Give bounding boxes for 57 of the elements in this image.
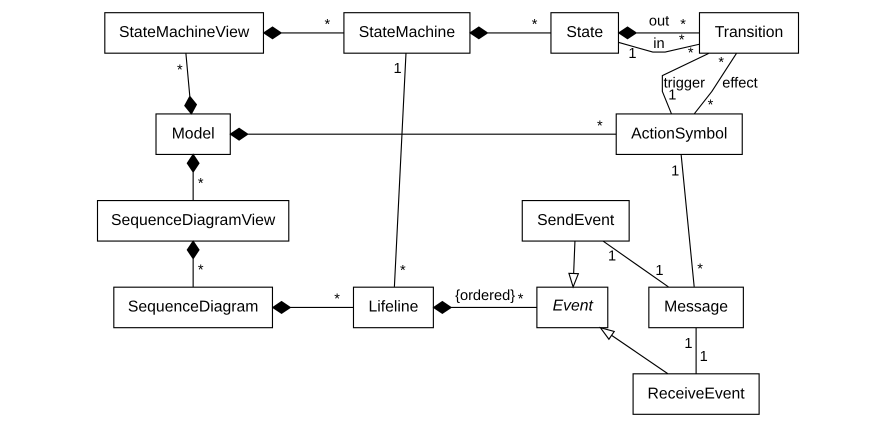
connector — [186, 153, 200, 200]
label: 1 — [394, 60, 402, 77]
connector — [602, 240, 669, 288]
label: 1 — [671, 163, 680, 180]
label: * — [718, 54, 724, 71]
label: * — [688, 45, 694, 62]
label: * — [532, 17, 538, 34]
node-box: StateMachineView — [104, 12, 264, 54]
node-box: Model — [155, 113, 231, 155]
label: * — [596, 118, 603, 134]
node-box: Transition — [698, 12, 800, 54]
connector — [186, 240, 200, 287]
connector — [184, 54, 198, 115]
label: {ordered} — [455, 288, 516, 304]
connector — [618, 42, 700, 53]
edge-label: effect — [722, 75, 758, 92]
label: * — [198, 176, 204, 192]
connector — [469, 26, 551, 40]
connector — [262, 26, 344, 40]
label: * — [678, 32, 684, 48]
edge-label: out — [648, 13, 670, 30]
label: * — [697, 262, 703, 278]
node-box: StateMachine — [343, 12, 470, 54]
connector — [662, 52, 709, 114]
node-box: State — [550, 12, 620, 54]
label: * — [518, 292, 524, 308]
connector — [432, 300, 537, 314]
node-box: SequenceDiagramView — [96, 200, 290, 242]
arrow — [568, 241, 580, 289]
label: * — [400, 262, 406, 279]
node-box: ActionSymbol — [616, 113, 743, 155]
connector — [680, 154, 695, 287]
node-box: Event — [536, 286, 608, 328]
connector — [618, 26, 700, 40]
node-box: ReceiveEvent — [632, 373, 760, 415]
label: 1 — [684, 336, 693, 352]
connector — [394, 53, 407, 287]
connector — [272, 300, 354, 314]
label: * — [680, 17, 686, 34]
connector — [694, 53, 737, 114]
label: * — [176, 62, 183, 78]
label: * — [708, 97, 714, 114]
node-box: SendEvent — [522, 200, 630, 242]
arrow — [599, 326, 668, 374]
label: * — [324, 17, 330, 34]
node-box: Lifeline — [352, 286, 434, 328]
label: 1 — [655, 263, 664, 280]
connector — [696, 328, 697, 374]
label: 1 — [608, 248, 616, 265]
label: 1 — [628, 46, 636, 62]
label: * — [334, 292, 340, 308]
label: * — [198, 262, 204, 278]
label: 1 — [700, 349, 708, 366]
node-box: SequenceDiagram — [113, 286, 274, 328]
connector — [229, 128, 616, 141]
edge-label: in — [653, 36, 665, 52]
node-box: Message — [648, 286, 744, 328]
